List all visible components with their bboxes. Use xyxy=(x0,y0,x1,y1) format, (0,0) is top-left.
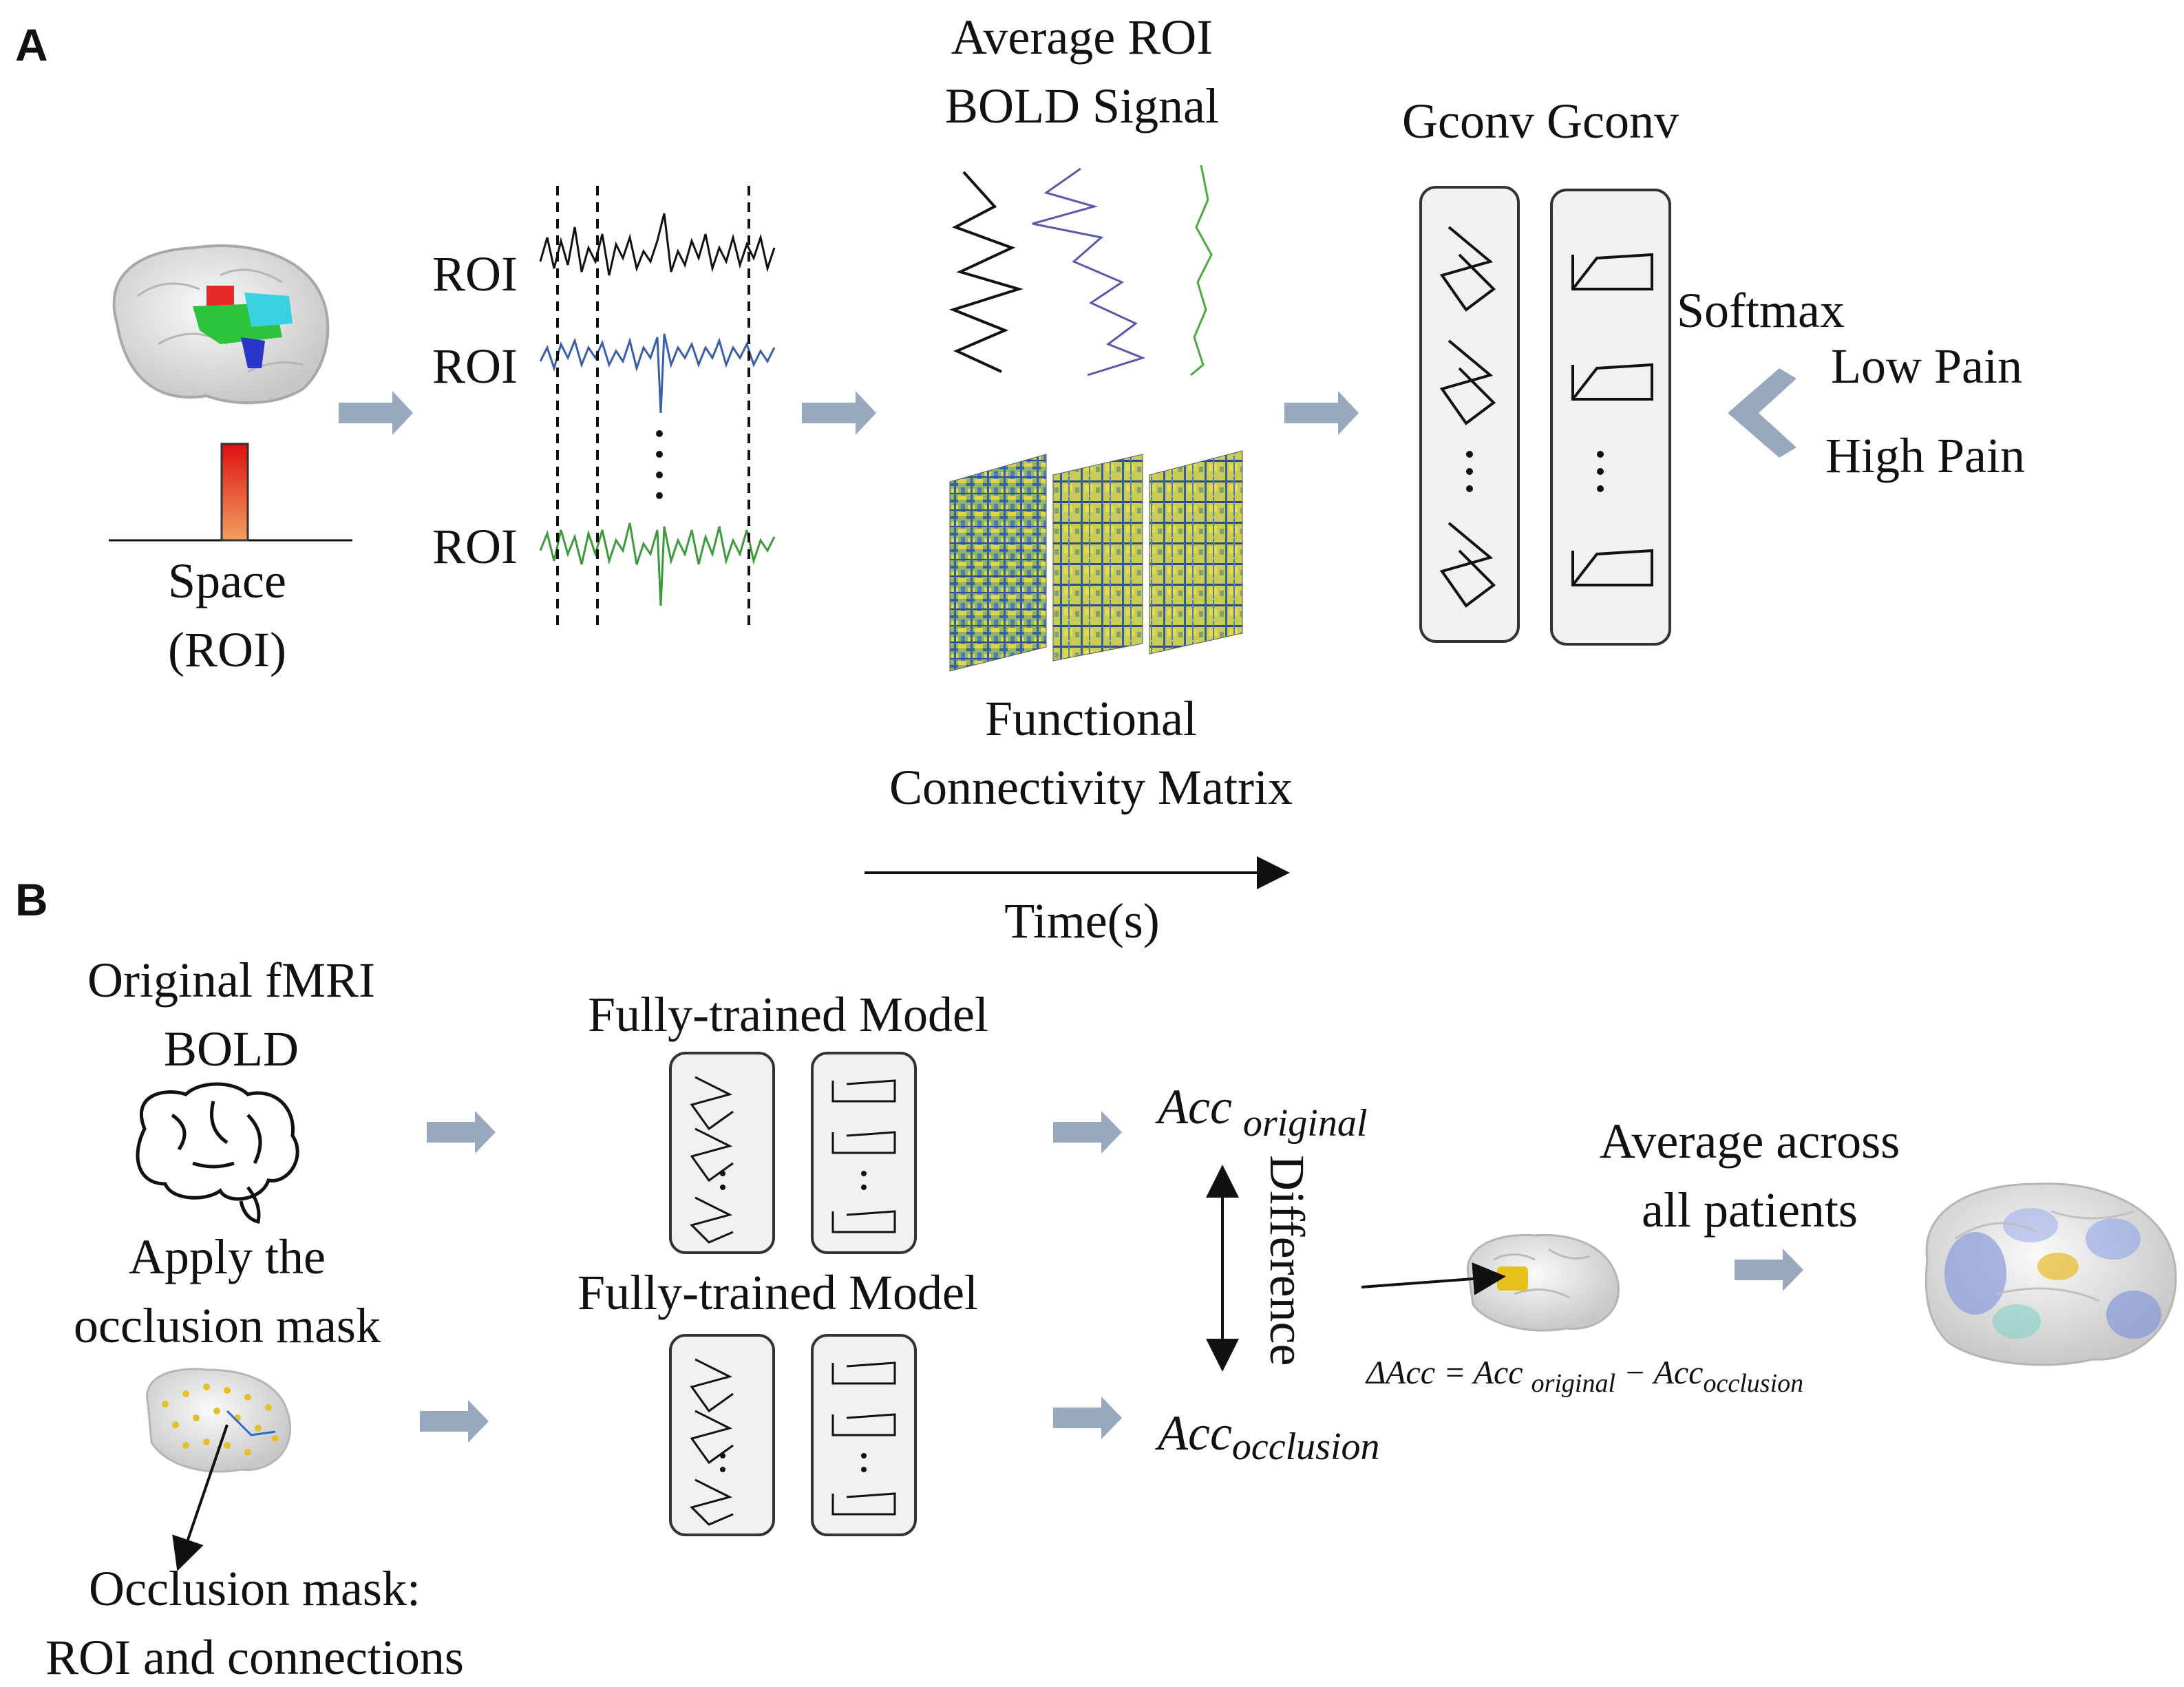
vertical-ellipsis xyxy=(656,430,663,499)
roi-connections-label: ROI and connections xyxy=(45,1630,464,1685)
roi-signal-green xyxy=(539,522,776,606)
flow-arrow-2 xyxy=(802,391,876,435)
avg-roi-title: Average ROI xyxy=(951,10,1213,65)
fc-title: Functional xyxy=(985,691,1197,746)
flow-arrow-b2 xyxy=(420,1400,489,1443)
time-window-lines xyxy=(556,186,750,626)
model-bottom-title: Fully-trained Model xyxy=(577,1265,978,1320)
group-brain-image xyxy=(1925,1182,2177,1366)
gconv-panel-1 xyxy=(1419,186,1520,643)
space-roi-label: (ROI) xyxy=(168,622,286,677)
flow-arrow-b1 xyxy=(427,1111,496,1154)
mask-pointer-arrow xyxy=(172,1424,229,1571)
model-bottom-glyphs xyxy=(690,1358,896,1526)
model-top-ellipsis xyxy=(720,1171,867,1190)
roi-brain-image xyxy=(112,244,330,405)
low-pain-label: Low Pain xyxy=(1831,339,2022,394)
model-top-title: Fully-trained Model xyxy=(588,987,988,1042)
model-bottom-ellipsis xyxy=(720,1453,867,1472)
roi-label-3: ROI xyxy=(432,519,518,574)
model-top-panel-1 xyxy=(669,1052,775,1254)
roi-label-2: ROI xyxy=(432,339,518,394)
avg-bold-blue xyxy=(1032,167,1146,376)
flow-arrow-1 xyxy=(339,391,413,435)
acc-occlusion-label: Accocclusion xyxy=(1155,1405,1380,1468)
roi-spike-plot xyxy=(109,443,352,542)
panel-a-label: A xyxy=(15,19,48,70)
panel-b-label: B xyxy=(15,874,48,925)
bold-signal-title: BOLD Signal xyxy=(945,78,1219,134)
all-patients-title: all patients xyxy=(1642,1182,1858,1238)
avg-bold-black xyxy=(949,171,1024,373)
brain-outline-icon xyxy=(136,1082,299,1224)
roi-signal-black xyxy=(539,213,776,276)
model-bottom-panel-1 xyxy=(669,1334,775,1536)
apply-mask-title: Apply the xyxy=(129,1229,326,1284)
average-across-title: Average across xyxy=(1600,1114,1900,1169)
fc-matrix-title: Connectivity Matrix xyxy=(889,760,1293,815)
gconv1-ellipsis xyxy=(1466,451,1473,492)
roi-signal-blue xyxy=(539,333,776,414)
bold-title: BOLD xyxy=(164,1021,299,1076)
softmax-label: Softmax xyxy=(1677,283,1845,338)
gconv2-ellipsis xyxy=(1597,451,1604,492)
occlusion-mask-label: Occlusion mask: xyxy=(89,1561,421,1616)
fc-matrices xyxy=(949,450,1243,672)
time-label: Time(s) xyxy=(1004,893,1159,948)
graph-glyphs-gconv2 xyxy=(1571,253,1653,586)
delta-pointer-arrow xyxy=(1361,1262,1506,1295)
graph-glyphs-gconv1 xyxy=(1439,226,1496,608)
high-pain-label: High Pain xyxy=(1825,428,2025,483)
delta-brain-image xyxy=(1466,1233,1620,1332)
gconv-panel-2 xyxy=(1550,189,1671,646)
difference-label: Difference xyxy=(1260,1155,1315,1366)
occlusion-brain-image xyxy=(146,1368,291,1473)
avg-bold-green xyxy=(1190,165,1213,376)
roi-label-1: ROI xyxy=(432,246,518,301)
flow-arrow-b4 xyxy=(1053,1397,1122,1439)
flow-arrow-b5 xyxy=(1735,1249,1803,1291)
delta-acc-formula: ΔAcc = Acc original − Accocclusion xyxy=(1365,1355,1803,1398)
gconv-title: Gconv Gconv xyxy=(1402,94,1679,149)
occlusion-mask-title: occlusion mask xyxy=(74,1298,381,1353)
space-label: Space xyxy=(168,553,286,608)
flow-arrow-b3 xyxy=(1053,1111,1122,1154)
softmax-chevron xyxy=(1728,368,1796,458)
original-fmri-title: Original fMRI xyxy=(87,953,375,1008)
flow-arrow-3 xyxy=(1284,391,1359,435)
model-top-glyphs xyxy=(690,1076,896,1244)
